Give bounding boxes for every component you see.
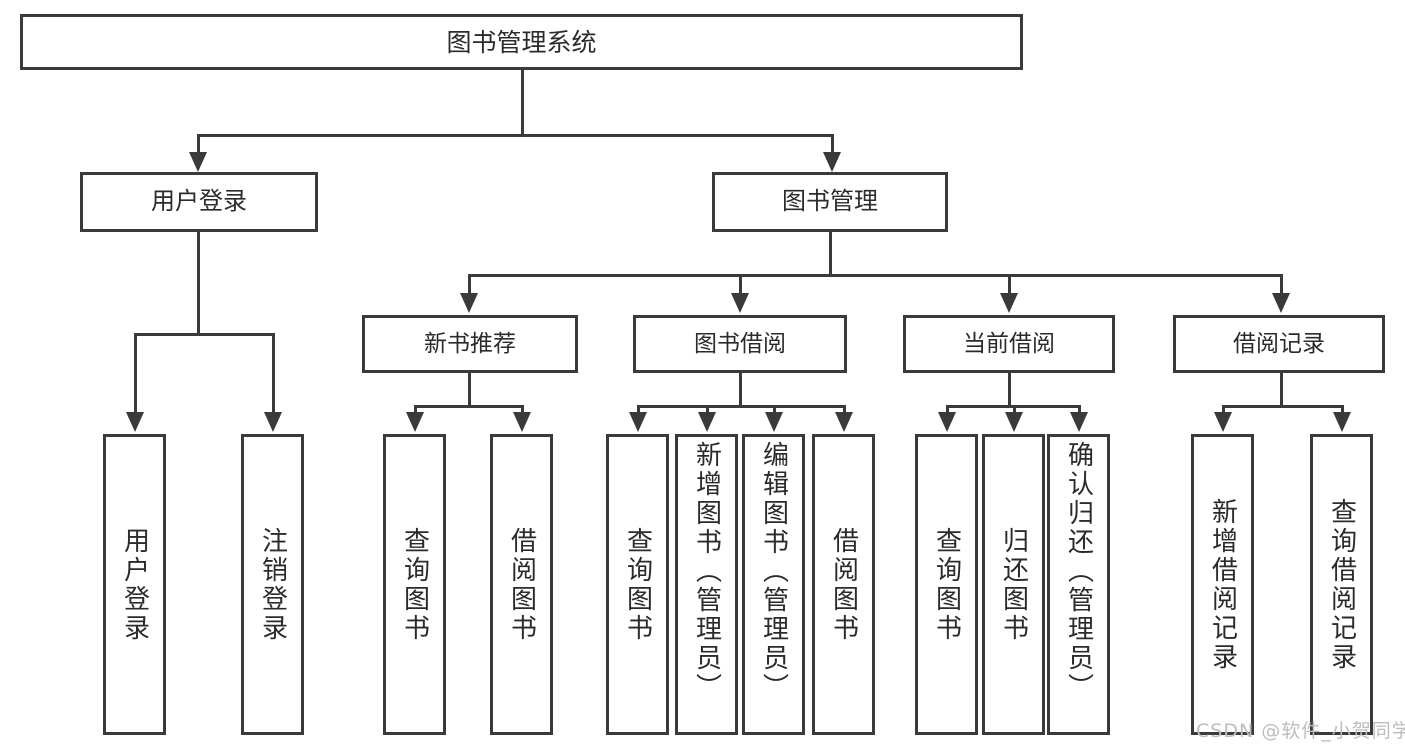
arrow-to-leaf-query-record (1333, 412, 1351, 432)
arrow-to-leaf-borrow-book-1 (513, 412, 531, 432)
node-leaf-query-record[interactable]: 查询借阅记录 (1310, 434, 1373, 735)
node-label: 查询图书 (622, 526, 653, 643)
node-leaf-add-book[interactable]: 新增图书（管理员） (675, 434, 738, 735)
node-label: 借阅图书 (506, 526, 537, 643)
connector-borrow-record-stem (1280, 373, 1283, 407)
connector-cb-branch-3 (1078, 405, 1081, 417)
node-new-book-recommend[interactable]: 新书推荐 (362, 315, 578, 373)
arrow-to-borrow-record (1272, 293, 1290, 313)
connector-book-borrow-bus (637, 405, 845, 408)
node-label: 用户登录 (151, 187, 247, 216)
node-label: 编辑图书（管理员） (758, 441, 789, 702)
node-leaf-confirm-return[interactable]: 确认归还（管理员） (1047, 434, 1110, 735)
node-label: 查询图书 (931, 526, 962, 643)
node-leaf-query-book-2[interactable]: 查询图书 (606, 434, 669, 735)
node-label: 图书借阅 (694, 330, 786, 357)
node-label: 查询借阅记录 (1326, 497, 1357, 672)
arrow-to-leaf-query-book-3 (938, 412, 956, 432)
connector-nbr-branch-1 (414, 405, 417, 417)
connector-root-bus (197, 134, 834, 137)
node-leaf-edit-book[interactable]: 编辑图书（管理员） (742, 434, 805, 735)
arrow-to-leaf-query-book-2 (629, 412, 647, 432)
node-current-borrow[interactable]: 当前借阅 (903, 315, 1115, 373)
arrow-to-current-borrow (1000, 293, 1018, 313)
connector-to-new-book-recommend (468, 274, 471, 296)
connector-book-borrow-stem (739, 373, 742, 407)
connector-nbr-branch-2 (521, 405, 524, 417)
node-label: 用户登录 (119, 526, 150, 643)
node-label: 新增借阅记录 (1207, 497, 1238, 672)
arrow-to-leaf-edit-book (765, 412, 783, 432)
arrow-to-leaf-user-logout (264, 412, 282, 432)
node-leaf-user-logout[interactable]: 注销登录 (241, 434, 304, 735)
connector-new-book-recommend-bus (414, 405, 524, 408)
connector-bb-branch-2 (706, 405, 709, 417)
connector-book-manage-stem (829, 232, 832, 276)
node-leaf-borrow-book-2[interactable]: 借阅图书 (812, 434, 875, 735)
node-leaf-add-record[interactable]: 新增借阅记录 (1191, 434, 1254, 735)
node-label: 新书推荐 (424, 330, 516, 357)
connector-br-branch-1 (1222, 405, 1225, 417)
csdn-watermark: CSDN @软件_小贺同学 (1196, 720, 1405, 742)
node-book-manage[interactable]: 图书管理 (712, 172, 948, 232)
arrow-to-leaf-borrow-book-2 (835, 412, 853, 432)
node-user-login[interactable]: 用户登录 (80, 172, 318, 232)
node-label: 借阅记录 (1233, 330, 1325, 357)
node-borrow-record[interactable]: 借阅记录 (1173, 315, 1385, 373)
connector-br-branch-2 (1341, 405, 1344, 417)
connector-root-stem (521, 70, 524, 136)
node-label: 归还图书 (998, 526, 1029, 643)
connector-bb-branch-3 (773, 405, 776, 417)
node-label: 确认归还（管理员） (1063, 441, 1094, 702)
arrow-to-book-borrow (731, 293, 749, 313)
node-leaf-return-book[interactable]: 归还图书 (982, 434, 1045, 735)
connector-user-login-stem (197, 232, 200, 335)
connector-root-to-book-manage (831, 134, 834, 160)
connector-to-borrow-record (1280, 274, 1283, 296)
arrow-to-leaf-user-login (126, 412, 144, 432)
connector-user-login-bus (134, 333, 274, 336)
node-leaf-query-book-1[interactable]: 查询图书 (383, 434, 446, 735)
connector-to-book-borrow (739, 274, 742, 296)
node-label: 图书管理 (782, 187, 878, 216)
connector-cb-branch-1 (946, 405, 949, 417)
node-label: 查询图书 (399, 526, 430, 643)
arrow-root-to-book-manage (823, 152, 841, 172)
connector-current-borrow-stem (1008, 373, 1011, 407)
connector-book-manage-bus (468, 274, 1280, 277)
arrow-to-leaf-add-book (698, 412, 716, 432)
connector-cb-branch-2 (1013, 405, 1016, 417)
node-book-borrow[interactable]: 图书借阅 (633, 315, 847, 373)
connector-to-current-borrow (1008, 274, 1011, 296)
node-label: 新增图书（管理员） (691, 441, 722, 702)
connector-borrow-record-bus (1222, 405, 1344, 408)
node-label: 注销登录 (257, 526, 288, 643)
arrow-root-to-user-login (189, 152, 207, 172)
node-leaf-borrow-book-1[interactable]: 借阅图书 (490, 434, 553, 735)
connector-root-to-user-login (197, 134, 200, 160)
arrow-to-leaf-add-record (1214, 412, 1232, 432)
connector-user-login-branch-2 (272, 333, 275, 415)
node-leaf-user-login[interactable]: 用户登录 (103, 434, 166, 735)
node-root-book-management-system[interactable]: 图书管理系统 (20, 14, 1023, 70)
connector-new-book-recommend-stem (468, 373, 471, 407)
arrow-to-leaf-confirm-return (1070, 412, 1088, 432)
arrow-to-new-book-recommend (460, 293, 478, 313)
node-leaf-query-book-3[interactable]: 查询图书 (915, 434, 978, 735)
arrow-to-leaf-query-book-1 (406, 412, 424, 432)
connector-user-login-branch-1 (134, 333, 137, 415)
node-label: 当前借阅 (963, 330, 1055, 357)
arrow-to-leaf-return-book (1005, 412, 1023, 432)
node-label: 图书管理系统 (446, 27, 597, 57)
connector-bb-branch-4 (843, 405, 846, 417)
node-label: 借阅图书 (828, 526, 859, 643)
connector-bb-branch-1 (637, 405, 640, 417)
